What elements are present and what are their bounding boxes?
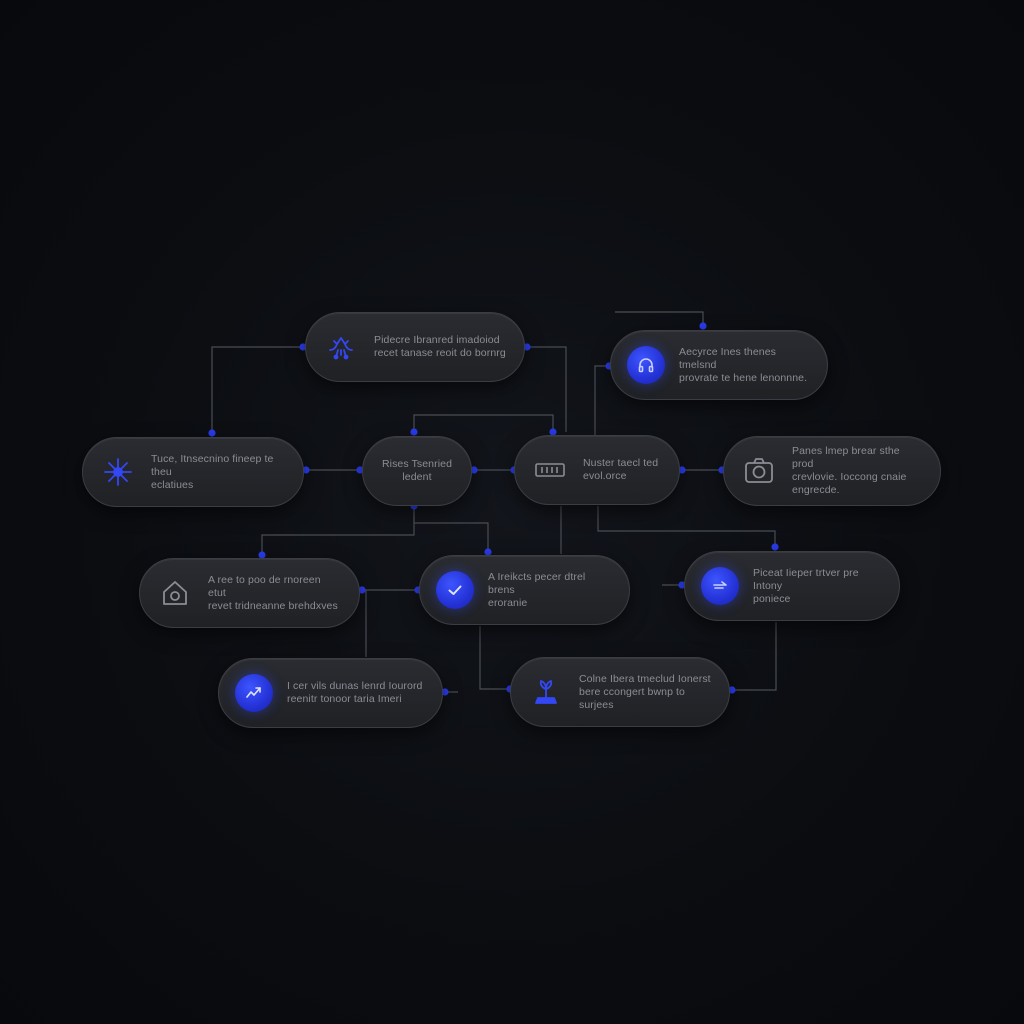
home-icon bbox=[156, 574, 194, 612]
node-server[interactable]: Nuster taecl ted evol.orce bbox=[514, 435, 680, 505]
node-label: Pidecre Ibranred imadoiod recet tanase r… bbox=[374, 334, 506, 359]
node-plant[interactable]: Colne Ibera tmeclud Ionerst bere cconger… bbox=[510, 657, 730, 727]
drone-icon bbox=[322, 328, 360, 366]
connector-dot bbox=[208, 429, 216, 437]
node-label: Panes lmep brear sthe prod crevlovie. Io… bbox=[792, 445, 907, 496]
connector bbox=[413, 414, 554, 432]
check-icon bbox=[436, 571, 474, 609]
node-drone[interactable]: Pidecre Ibranred imadoiod recet tanase r… bbox=[305, 312, 525, 382]
connector bbox=[597, 506, 776, 547]
connector-dot bbox=[771, 543, 779, 551]
node-label: Aecyrce Ines thenes tmelsnd provrate te … bbox=[679, 345, 808, 384]
node-headphones[interactable]: Aecyrce Ines thenes tmelsnd provrate te … bbox=[610, 330, 828, 400]
plant-icon bbox=[527, 673, 565, 711]
headphones-icon bbox=[627, 346, 665, 384]
node-chart[interactable]: I cer vils dunas lenrd Iourord reenitr t… bbox=[218, 658, 443, 728]
connector-dot bbox=[410, 428, 418, 436]
node-label: Tuce, Itnsecnino fineep te theu eclatiue… bbox=[151, 452, 274, 491]
camera-icon bbox=[740, 452, 778, 490]
node-home[interactable]: A ree to poo de rnoreen etut revet tridn… bbox=[139, 558, 360, 628]
node-label: A Ireikcts pecer dtrel brens eroranie bbox=[488, 570, 586, 609]
network-icon bbox=[99, 453, 137, 491]
connector-dot bbox=[549, 428, 557, 436]
node-label: I cer vils dunas lenrd Iourord reenitr t… bbox=[287, 680, 423, 705]
connector bbox=[413, 506, 489, 552]
connector bbox=[527, 346, 567, 432]
connector-dot bbox=[302, 466, 310, 474]
node-camera[interactable]: Panes lmep brear sthe prod crevlovie. Io… bbox=[723, 436, 941, 506]
connector-dot bbox=[470, 466, 478, 474]
connector-dot bbox=[484, 548, 492, 556]
connector bbox=[211, 346, 303, 433]
node-center[interactable]: Rises Tsenried ledent bbox=[362, 436, 472, 506]
node-network[interactable]: Tuce, Itnsecnino fineep te theu eclatiue… bbox=[82, 437, 304, 507]
connector bbox=[479, 626, 510, 690]
connector bbox=[615, 311, 704, 326]
connector-dot bbox=[523, 343, 531, 351]
connector-dot bbox=[258, 551, 266, 559]
server-icon bbox=[531, 451, 569, 489]
connector-dot bbox=[356, 466, 364, 474]
connector-dot bbox=[678, 581, 686, 589]
chart-icon bbox=[235, 674, 273, 712]
node-label: Nuster taecl ted evol.orce bbox=[583, 457, 659, 482]
node-check[interactable]: A Ireikcts pecer dtrel brens eroranie bbox=[419, 555, 630, 625]
node-label: Colne Ibera tmeclud Ionerst bere cconger… bbox=[579, 672, 711, 711]
connector bbox=[261, 506, 415, 555]
node-label: Rises Tsenried ledent bbox=[381, 458, 453, 483]
connector bbox=[594, 365, 609, 435]
connector-dot bbox=[678, 466, 686, 474]
node-arrow[interactable]: Piceat Iieper trtver pre Intony poniece bbox=[684, 551, 900, 621]
connector-dot bbox=[441, 688, 449, 696]
connector-dot bbox=[728, 686, 736, 694]
connector-dot bbox=[358, 586, 366, 594]
connector-dot bbox=[699, 322, 707, 330]
connector bbox=[732, 622, 777, 691]
node-label: Piceat Iieper trtver pre Intony poniece bbox=[753, 566, 859, 605]
node-label: A ree to poo de rnoreen etut revet tridn… bbox=[208, 573, 338, 612]
connector-dot bbox=[299, 343, 307, 351]
arrow-icon bbox=[701, 567, 739, 605]
